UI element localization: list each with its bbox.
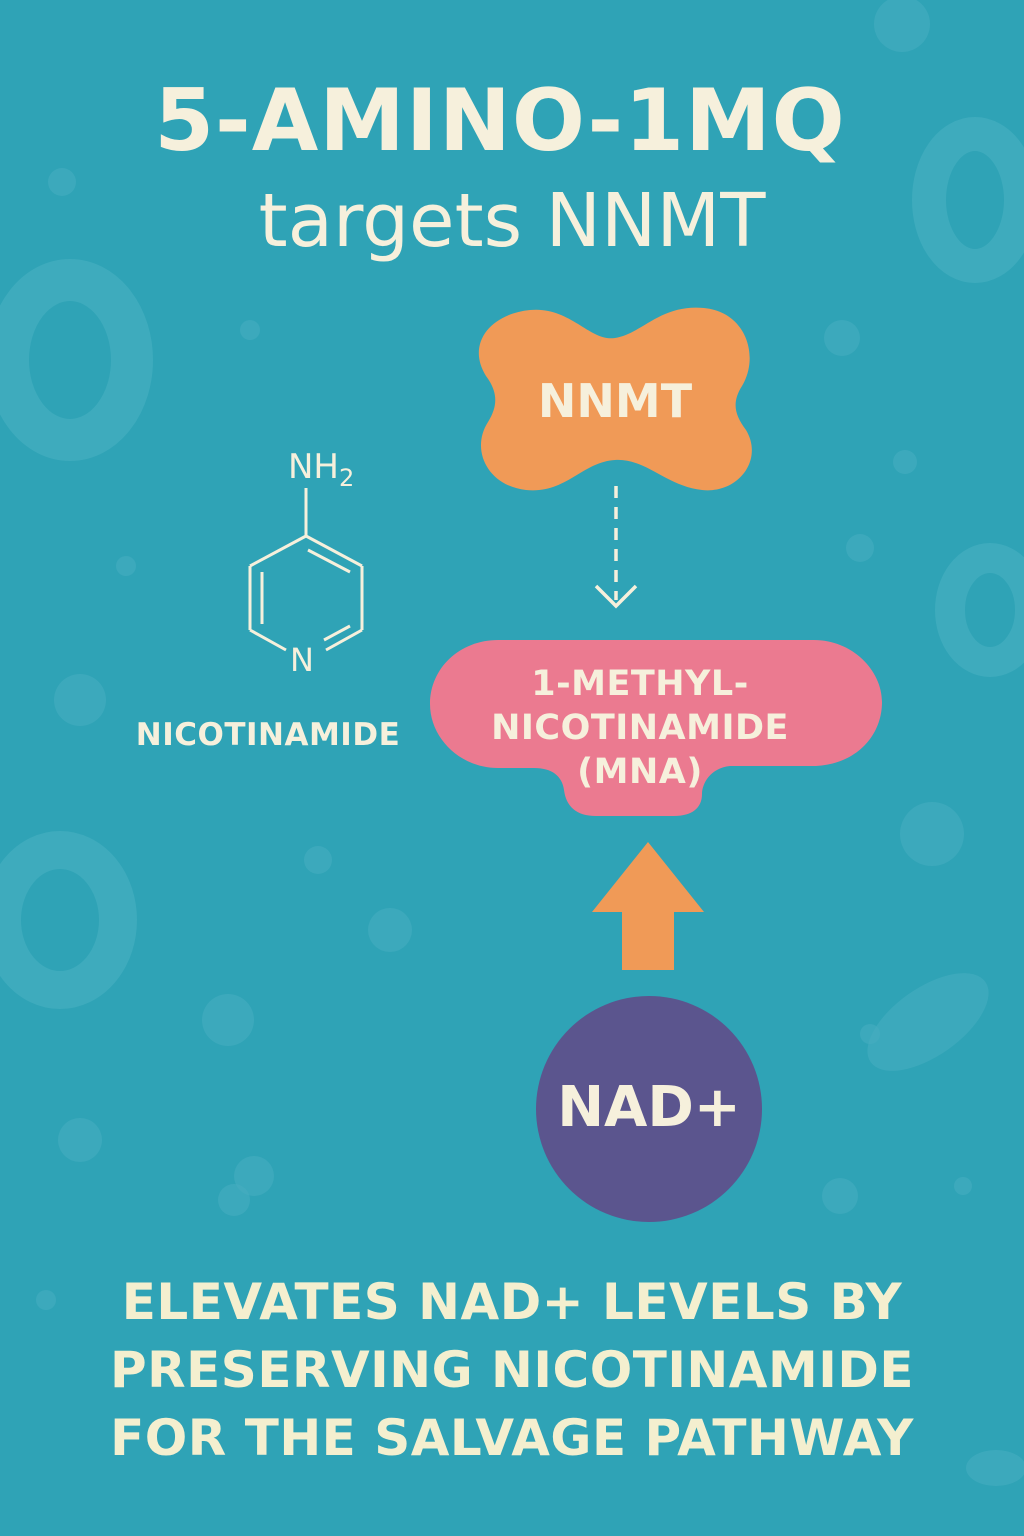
caption-line3: FOR THE SALVAGE PATHWAY (110, 1409, 914, 1467)
caption: ELEVATES NAD+ LEVELS BY PRESERVING NICOT… (40, 1268, 984, 1472)
page-title: 5-AMINO-1MQ (154, 71, 846, 171)
molecule-label: NICOTINAMIDE (135, 717, 401, 753)
product-label-line2: NICOTINAMIDE (491, 708, 789, 748)
enzyme-label: NNMT (537, 374, 693, 428)
caption-line1: ELEVATES NAD+ LEVELS BY (121, 1273, 903, 1331)
cofactor-circle (536, 996, 762, 1222)
caption-line2: PRESERVING NICOTINAMIDE (110, 1341, 914, 1399)
product-label-line3: (MNA) (577, 752, 703, 792)
product-label-line1: 1-METHYL- (531, 664, 749, 704)
molecule-nh2-label: NH2 (288, 447, 355, 492)
enzyme-shape (478, 307, 752, 491)
molecule-ring-nitrogen: N (290, 641, 314, 679)
molecule-structure (248, 488, 364, 652)
page-subtitle: targets NNMT (258, 178, 766, 264)
product-label: 1-METHYL- NICOTINAMIDE (MNA) (440, 662, 840, 794)
product-shape (430, 640, 882, 816)
dashed-arrow (594, 486, 638, 609)
cofactor-label: NAD+ (557, 1075, 741, 1140)
up-arrow (592, 842, 704, 970)
